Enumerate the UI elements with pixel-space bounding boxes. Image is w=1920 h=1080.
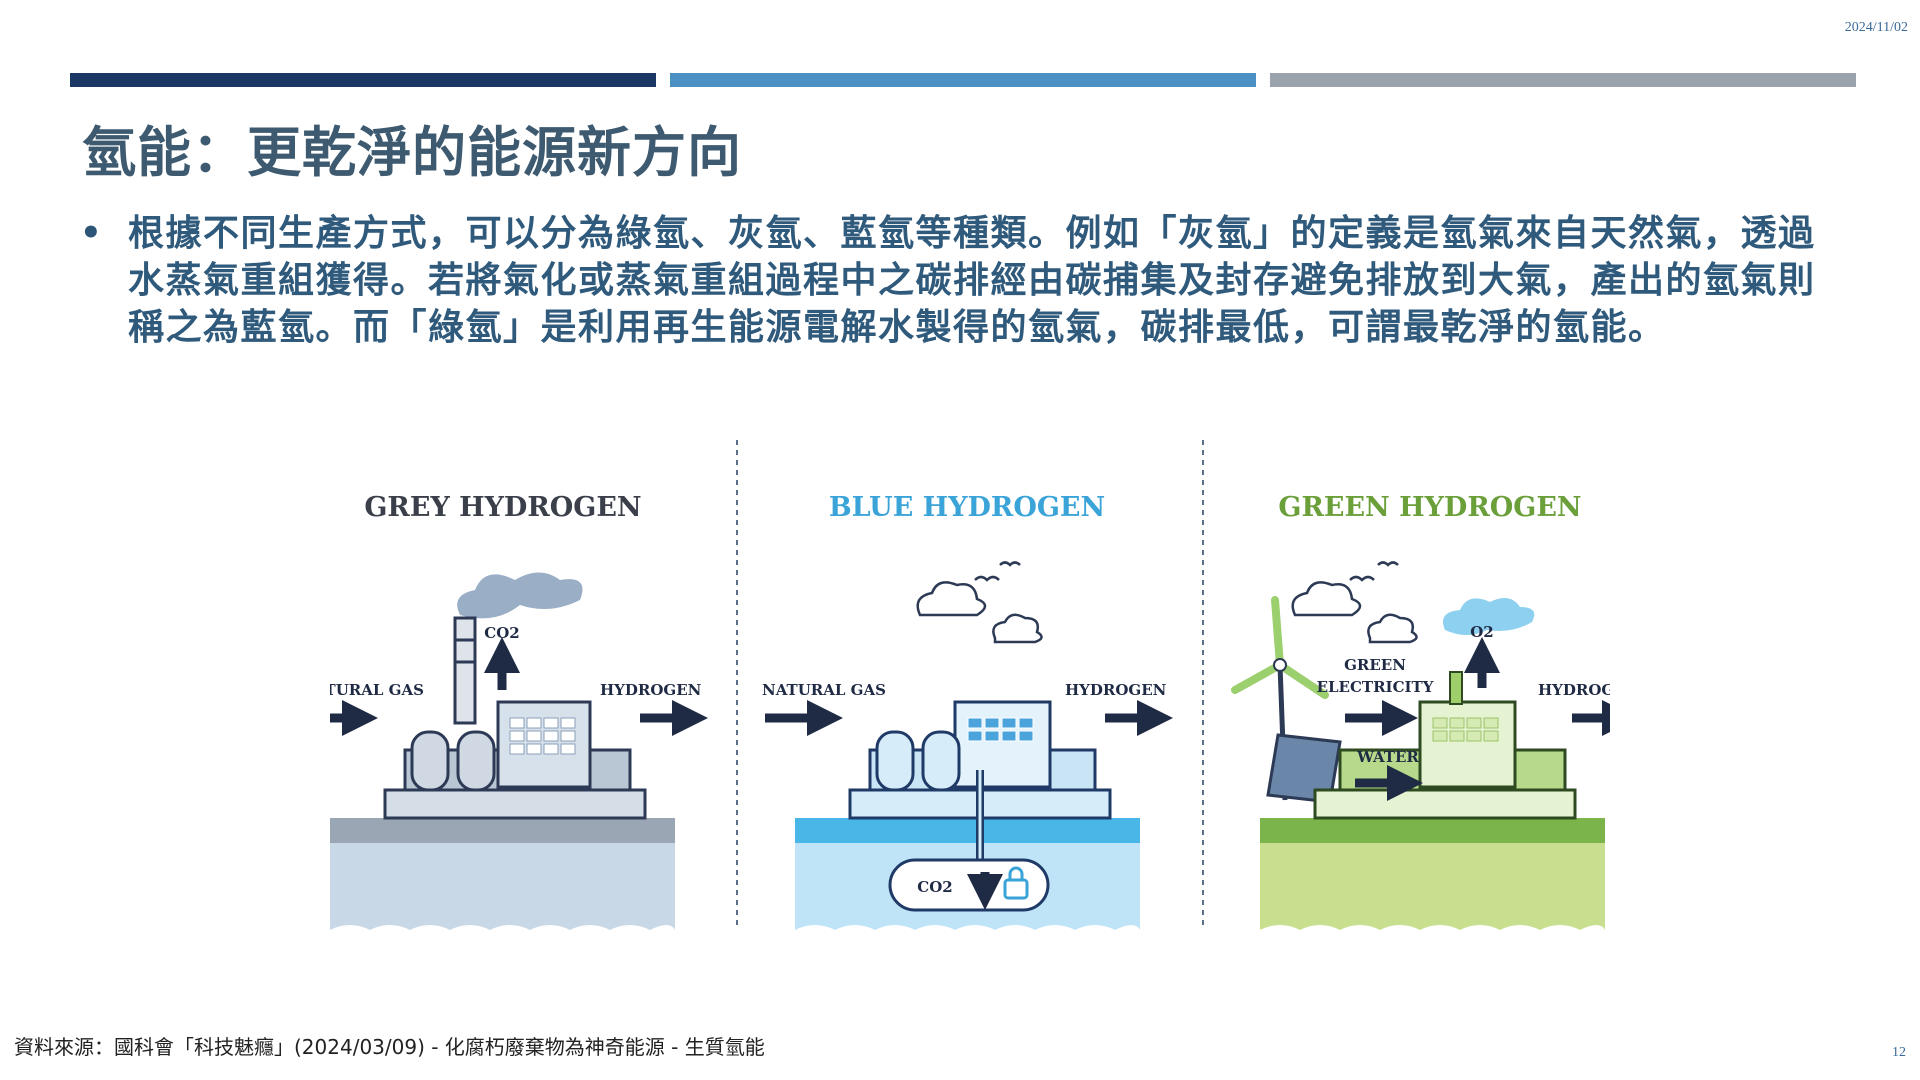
source-citation: 資料來源：國科會「科技魅癮」(2024/03/09) - 化腐朽廢棄物為神奇能源… bbox=[14, 1035, 765, 1059]
natural-gas-label: NATURAL GAS bbox=[762, 681, 886, 699]
hydrogen-types-illustration: GREY HYDROGEN CO2 NATURAL GAS HYDROGEN bbox=[330, 440, 1610, 940]
slide-date: 2024/11/02 bbox=[1844, 20, 1908, 35]
green-electricity-label-2: ELECTRICITY bbox=[1317, 678, 1434, 696]
cloud-icon bbox=[1367, 613, 1418, 644]
bullet-dot: • bbox=[80, 213, 102, 253]
hydrogen-output-label: HYDROGEN bbox=[1538, 681, 1610, 699]
lock-icon bbox=[1003, 878, 1029, 900]
grey-hydrogen-panel: GREY HYDROGEN CO2 NATURAL GAS HYDROGEN bbox=[330, 492, 708, 940]
water-label: WATER bbox=[1356, 748, 1419, 766]
header-bar-grey bbox=[1270, 73, 1856, 87]
o2-cloud-icon bbox=[1442, 598, 1535, 635]
bullet-text: 根據不同生產方式，可以分為綠氫、灰氫、藍氫等種類。例如「灰氫」的定義是氫氣來自天… bbox=[128, 213, 1816, 348]
cloud-icon bbox=[916, 581, 987, 617]
blue-hydrogen-panel: BLUE HYDROGEN CO2 NATURAL GAS HYDROGEN bbox=[762, 492, 1173, 940]
grey-heading: GREY HYDROGEN bbox=[364, 492, 641, 523]
o2-emission-label: O2 bbox=[1470, 623, 1494, 641]
co2-capture-label: CO2 bbox=[917, 878, 952, 896]
bird-icon bbox=[1377, 561, 1399, 567]
cloud-icon bbox=[1291, 581, 1362, 617]
co2-emission-label: CO2 bbox=[484, 624, 519, 642]
blue-heading: BLUE HYDROGEN bbox=[829, 492, 1105, 523]
slide-title: 氫能：更乾淨的能源新方向 bbox=[82, 121, 742, 184]
green-hydrogen-panel: GREEN HYDROGEN O2 GREEN ELECTRICITY WATE bbox=[1231, 492, 1610, 940]
cloud-icon bbox=[992, 613, 1043, 644]
natural-gas-label: NATURAL GAS bbox=[330, 681, 424, 699]
header-bar-blue bbox=[670, 73, 1256, 87]
bird-icon bbox=[974, 575, 1000, 582]
bird-icon bbox=[999, 561, 1021, 567]
hydrogen-output-label: HYDROGEN bbox=[1065, 681, 1167, 699]
page-number: 12 bbox=[1892, 1045, 1906, 1060]
wind-turbine-icon bbox=[1231, 596, 1329, 699]
green-heading: GREEN HYDROGEN bbox=[1278, 492, 1581, 523]
header-bar-navy bbox=[70, 73, 656, 87]
bird-icon bbox=[1349, 575, 1375, 582]
hydrogen-output-label: HYDROGEN bbox=[600, 681, 702, 699]
smoke-cloud-icon bbox=[457, 572, 583, 619]
bullet-item: • 根據不同生產方式，可以分為綠氫、灰氫、藍氫等種類。例如「灰氫」的定義是氫氣來… bbox=[80, 210, 1840, 351]
bullet-list: • 根據不同生產方式，可以分為綠氫、灰氫、藍氫等種類。例如「灰氫」的定義是氫氣來… bbox=[80, 210, 1840, 351]
green-electricity-label: GREEN bbox=[1344, 656, 1406, 674]
